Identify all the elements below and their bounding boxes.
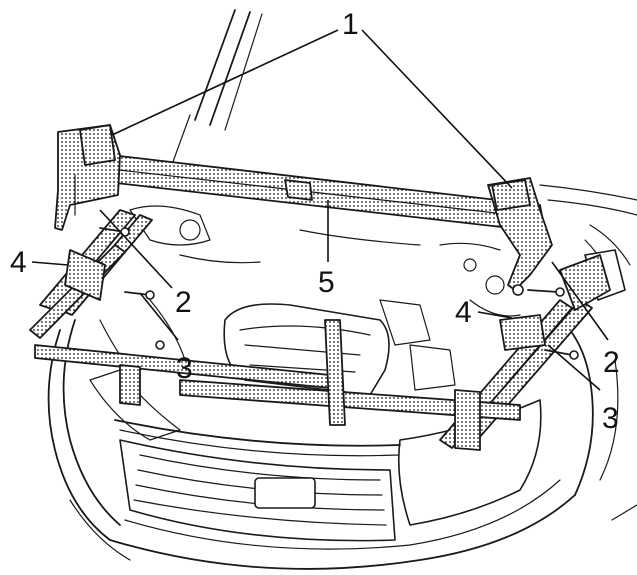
left-clamp-rails (29, 209, 153, 339)
callout-4-right: 4 (455, 296, 472, 329)
callout-5: 5 (318, 266, 335, 299)
left-bracket (54, 124, 121, 231)
callout-1: 1 (342, 8, 359, 41)
callout-3-left: 3 (176, 352, 193, 385)
lower-fixture-bars (34, 319, 521, 451)
right-bracket (487, 177, 553, 291)
fasteners (99, 227, 579, 360)
callout-labels: 1 2 2 3 3 4 4 5 (10, 8, 620, 435)
callout-2-left: 2 (175, 286, 192, 319)
callout-3-right: 3 (602, 402, 619, 435)
leader-lines (31, 29, 609, 391)
callout-4-left: 4 (10, 246, 27, 279)
vehicle-body (47, 9, 637, 570)
callout-2-right: 2 (603, 346, 620, 379)
